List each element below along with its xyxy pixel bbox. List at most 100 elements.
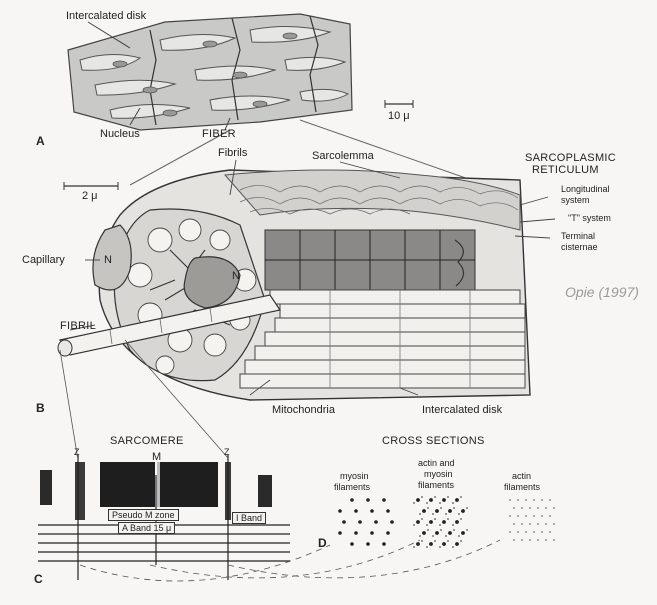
- actin-filament-dot: [432, 535, 434, 537]
- actin-filament-dot: [525, 515, 527, 517]
- actin-filament-dot: [533, 499, 535, 501]
- sarcomere-title: SARCOMERE: [110, 435, 184, 447]
- panel-letter-a: A: [36, 135, 45, 147]
- actin-filament-dot: [466, 529, 468, 531]
- myosin-filament-dot: [390, 520, 394, 524]
- fibril-label: FIBRIL: [60, 320, 96, 332]
- actin-filament-dot: [549, 499, 551, 501]
- actin-filament-dot: [421, 540, 423, 542]
- myosin-filament-dot: [461, 531, 465, 535]
- myosin-filament-dot: [374, 520, 378, 524]
- actin-filament-dot: [452, 546, 454, 548]
- actin-filament-dot: [434, 518, 436, 520]
- myosin-filament-dot: [382, 498, 386, 502]
- panel-letter-c: C: [34, 573, 43, 585]
- longitudinal-label-1: Longitudinal: [561, 184, 610, 194]
- credit-label: Opie (1997): [565, 284, 639, 300]
- myosin-filament-dot: [455, 498, 459, 502]
- actin-filament-dot: [426, 524, 428, 526]
- myosin-filament-dot: [350, 542, 354, 546]
- actin-filament-dot: [439, 524, 441, 526]
- myosin-filament-dot: [455, 520, 459, 524]
- center-nucleus-label: N: [232, 270, 240, 282]
- mixed-col-line3: filaments: [418, 480, 454, 490]
- t-system-label: "T" system: [568, 213, 611, 223]
- actin-filament-dot: [453, 529, 455, 531]
- actin-filament-dot: [517, 499, 519, 501]
- scale-10-label: 10 μ: [388, 110, 410, 122]
- myosin-filament-dot: [366, 542, 370, 546]
- panel-a-fiber-drawing: [68, 14, 500, 190]
- actin-filament-dot: [513, 507, 515, 509]
- actin-filament-dot: [553, 539, 555, 541]
- myosin-filament-dot: [461, 509, 465, 513]
- actin-filament-dot: [521, 507, 523, 509]
- actin-filament-dot: [426, 502, 428, 504]
- myosin-filament-dot: [422, 509, 426, 513]
- longitudinal-label-2: system: [561, 195, 590, 205]
- actin-filament-dot: [549, 531, 551, 533]
- actin-filament-dot: [460, 540, 462, 542]
- scale-2-label: 2 μ: [82, 190, 98, 202]
- sr-title-line1: SARCOPLASMIC: [525, 152, 616, 164]
- myosin-filament-dot: [354, 509, 358, 513]
- myosin-filament-dot: [416, 520, 420, 524]
- myosin-filament-dot: [416, 498, 420, 502]
- capillary-nucleus-label: N: [104, 254, 112, 266]
- actin-filament-dot: [458, 535, 460, 537]
- myosin-filament-dot: [442, 498, 446, 502]
- actin-filament-dot: [440, 529, 442, 531]
- actin-filament-dot: [537, 523, 539, 525]
- actin-filament-dot: [447, 540, 449, 542]
- actin-filament-dot: [413, 546, 415, 548]
- actin-filament-dot: [421, 496, 423, 498]
- actin-filament-dot: [434, 496, 436, 498]
- actin-filament-dot: [439, 502, 441, 504]
- myosin-filament-dot: [422, 531, 426, 535]
- myosin-filament-dot: [370, 509, 374, 513]
- i-band-label: I Band: [232, 512, 266, 524]
- myosin-filament-dot: [350, 498, 354, 502]
- myosin-filament-dot: [338, 531, 342, 535]
- actin-filament-dot: [521, 539, 523, 541]
- actin-filament-dot: [525, 531, 527, 533]
- myosin-filament-dot: [354, 531, 358, 535]
- actin-filament-dot: [541, 499, 543, 501]
- nucleus-label: Nucleus: [100, 128, 140, 140]
- actin-lattice: [509, 499, 555, 541]
- actin-filament-dot: [426, 546, 428, 548]
- actin-col-line2: filaments: [504, 482, 540, 492]
- a-band-label: A Band 15 μ: [118, 522, 175, 534]
- actin-filament-dot: [533, 515, 535, 517]
- actin-filament-dot: [537, 507, 539, 509]
- panel-d-cross-sections: [338, 496, 555, 548]
- actin-filament-dot: [419, 513, 421, 515]
- actin-filament-dot: [427, 507, 429, 509]
- actin-filament-dot: [427, 529, 429, 531]
- panel-b-fiber-cutaway: [58, 160, 555, 400]
- mixed-col-line1: actin and: [418, 458, 455, 468]
- mitochondria-label: Mitochondria: [272, 404, 335, 416]
- actin-filament-dot: [509, 531, 511, 533]
- myosin-filament-dot: [416, 542, 420, 546]
- mixed-lattice: [413, 496, 468, 548]
- myosin-filament-dot: [358, 520, 362, 524]
- fiber-label: FIBER: [202, 128, 236, 140]
- actin-filament-dot: [525, 499, 527, 501]
- myosin-filament-dot: [442, 542, 446, 546]
- panel-letter-b: B: [36, 402, 45, 414]
- actin-filament-dot: [445, 513, 447, 515]
- actin-filament-dot: [445, 535, 447, 537]
- myosin-filament-dot: [366, 498, 370, 502]
- actin-filament-dot: [447, 496, 449, 498]
- actin-filament-dot: [545, 523, 547, 525]
- myosin-filament-dot: [429, 520, 433, 524]
- myosin-filament-dot: [429, 498, 433, 502]
- actin-filament-dot: [545, 507, 547, 509]
- myosin-filament-dot: [435, 531, 439, 535]
- myosin-filament-dot: [386, 509, 390, 513]
- actin-filament-dot: [549, 515, 551, 517]
- myosin-filament-dot: [382, 542, 386, 546]
- pseudo-m-zone-label: Pseudo M zone: [108, 509, 179, 521]
